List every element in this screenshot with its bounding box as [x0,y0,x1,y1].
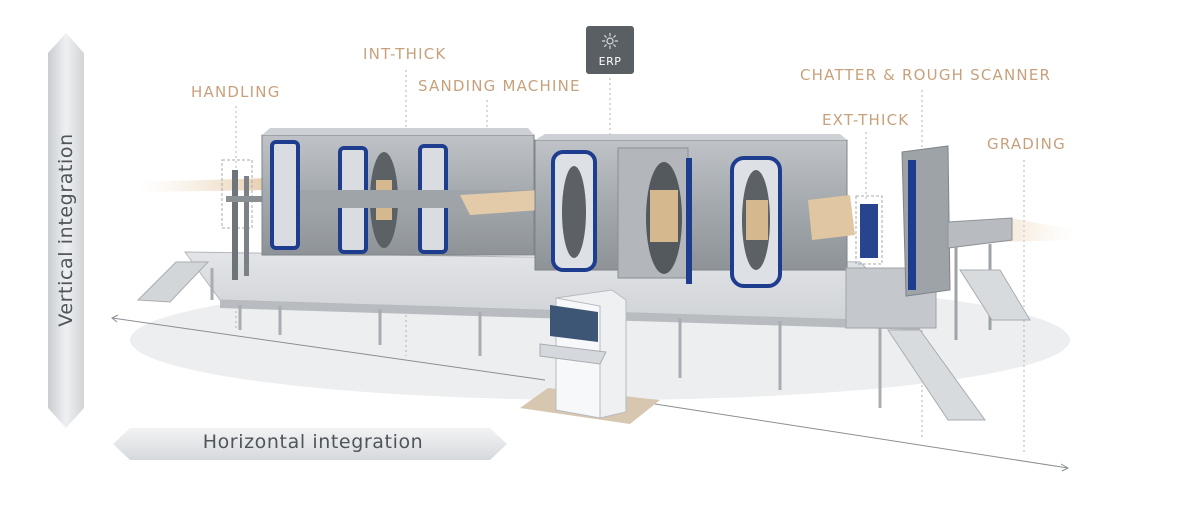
horizontal-integration-label: Horizontal integration [202,431,424,453]
horizontal-integration-arrow [113,428,507,460]
sanding-machine-block-1 [261,128,540,256]
label-sanding-machine: SANDING MACHINE [418,77,581,95]
scanner-and-grading-section [808,145,1031,340]
incoming-board [140,178,272,192]
erp-label: ERP [598,55,622,68]
sanding-machine-block-2 [534,134,848,288]
erp-box: ERP [586,26,634,74]
dimension-lines [111,314,1070,472]
gear-icon [601,32,619,50]
vertical-integration-arrow [48,33,84,428]
label-chatter-rough-scanner: CHATTER & ROUGH SCANNER [800,66,1052,84]
label-grading: GRADING [987,135,1066,153]
handling-station [221,159,268,280]
label-ext-thick: EXT-THICK [822,111,910,129]
operator-console [520,289,660,424]
label-handling: HANDLING [191,83,281,101]
label-int-thick: INT-THICK [363,45,447,63]
vertical-integration-label: Vertical integration [55,133,77,327]
